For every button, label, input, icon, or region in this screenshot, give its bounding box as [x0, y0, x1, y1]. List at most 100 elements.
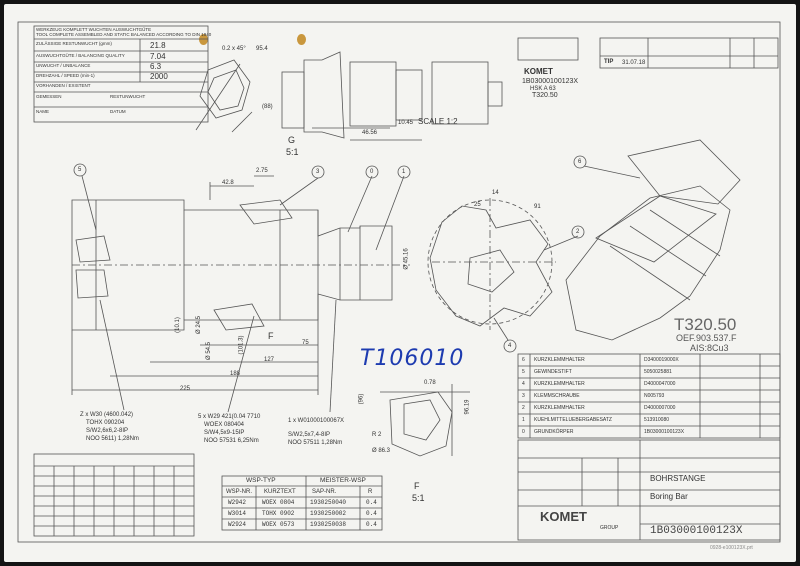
balance-label-3: ZULÄSSIGE RESTUNWUCHT (gmm)	[36, 41, 112, 46]
part-pos: 6	[522, 357, 525, 363]
note-4b: NOO 57511 1,28Nm	[288, 440, 343, 446]
dim-1: 42.8	[222, 180, 234, 186]
wsp-header-2: MEISTER-WSP	[320, 477, 366, 484]
wsp-col-3: SAP-NR.	[312, 489, 337, 495]
part-code-small: T320.50	[532, 92, 558, 99]
dim-10: Ø 54.5	[206, 341, 213, 361]
note-1c: S/W2,6x6,2-8IP	[86, 428, 129, 434]
note-1d: NOO 5611) 1,28Nm	[86, 436, 139, 442]
dim-9: (101.3)	[238, 335, 245, 355]
note-2b: WOEX 080404	[204, 422, 245, 428]
label-name: NAME	[36, 109, 50, 114]
part-nr: 5050025881	[644, 369, 672, 375]
wsp-cell: 0.4	[366, 521, 377, 528]
note-1b: TOHX 090204	[86, 420, 125, 426]
balance-value-5: 6.3	[150, 62, 162, 71]
part-pos: 3	[522, 393, 525, 399]
wsp-cell: TOHX 0902	[262, 510, 295, 517]
wsp-cell: 0.4	[366, 499, 377, 506]
dim-4: 127	[264, 357, 275, 363]
komet-logo: KOMET	[540, 509, 587, 524]
balance-row-1: WERKZEUG KOMPLETT WUCHTEN AUSWUCHTGÜTE	[36, 27, 152, 32]
scale-main: SCALE 1:2	[418, 117, 458, 126]
callout-6: 6	[578, 159, 582, 165]
wsp-cell: 1930250038	[310, 521, 347, 528]
holder-type: HSK A 63	[530, 86, 556, 92]
punch-hole	[297, 34, 306, 45]
title-en: Boring Bar	[650, 492, 688, 501]
tip-date: 31.07.18	[622, 60, 646, 66]
wsp-cell: W2942	[228, 499, 247, 506]
dim-12: 14	[492, 190, 499, 196]
punch-hole	[199, 34, 208, 45]
part-name: KLEMMSCHRAUBE	[534, 393, 580, 399]
wsp-cell: W3014	[228, 510, 247, 517]
wsp-header-1: WSP-TYP	[246, 477, 276, 484]
part-name: GRUNDKÖRPER	[534, 429, 574, 435]
dim-20: 0.78	[424, 380, 436, 386]
dim-5: 188	[230, 371, 241, 377]
label-restunwucht: RESTUNWUCHT	[110, 94, 146, 99]
dim-18: 0.2 x 45°	[222, 46, 246, 52]
dim-7: (10.1)	[174, 317, 181, 333]
dim-23: Ø 86.3	[372, 448, 391, 454]
part-pos: 1	[522, 417, 525, 423]
balance-value-6: 2000	[150, 72, 168, 81]
balance-label-4: AUSWUCHTGÜTE / BALANCING QUALITY	[36, 53, 125, 58]
balance-value-4: 7.04	[150, 52, 166, 61]
komet-logo-small: KOMET	[524, 67, 553, 76]
callout-5: 5	[78, 167, 82, 173]
part-name: KUEHLMITTELUEBERGABESATZ	[534, 417, 612, 423]
part-name: KURZKLEMMHALTER	[534, 357, 585, 363]
part-pos: 5	[522, 369, 525, 375]
dim-11: Ø 45.16	[403, 248, 410, 270]
balance-row-2: TOOL COMPLETE ASSEMBLED AND STATIC BALAN…	[36, 32, 212, 37]
dim-14: 91	[534, 204, 541, 210]
part-pos: 0	[522, 429, 525, 435]
part-pos: 2	[522, 405, 525, 411]
title-de: BOHRSTANGE	[650, 474, 706, 483]
scale-f: 5:1	[412, 493, 425, 503]
part-nr: D4000047000	[644, 381, 676, 387]
wsp-cell: 1930250040	[310, 499, 347, 506]
dim-8: Ø 24.5	[196, 315, 203, 335]
tip-label: TIP	[604, 59, 614, 65]
part-name: KURZKLEMMHALTER	[534, 381, 585, 387]
dim-2: 2.75	[256, 168, 268, 174]
label-gemessen: GEMESSEN	[36, 94, 62, 99]
note-3: 1 x W01000100067X	[288, 418, 345, 424]
dim-13: 25	[474, 202, 481, 208]
part-nr: 1B03000100123X	[644, 429, 685, 435]
part-nr: 513910080	[644, 417, 670, 423]
part-pos: 4	[522, 381, 525, 387]
callout-3: 3	[316, 169, 320, 175]
wsp-cell: 1930250002	[310, 510, 347, 517]
callout-0: 0	[370, 169, 374, 175]
wsp-col-4: R	[368, 489, 373, 495]
wsp-col-1: WSP-NR.	[226, 489, 252, 495]
dim-21: 96.19	[464, 399, 471, 415]
dim-17: 46.56	[362, 130, 378, 136]
label-datum: DATUM	[110, 109, 126, 114]
dim-6: 225	[180, 386, 191, 392]
callout-4: 4	[508, 343, 512, 349]
drawing-id-small: 1B03000100123X	[522, 78, 579, 85]
file-name: 0928-e100123X.prt	[710, 545, 753, 551]
balance-label-7: VORHANDEN / EXISTENT	[36, 83, 91, 88]
handwritten-note: T106010	[360, 346, 465, 371]
wsp-cell: WOEX 0573	[262, 521, 295, 528]
scale-g: 5:1	[286, 147, 299, 157]
wsp-cell: WOEX 0804	[262, 499, 295, 506]
view-g-label: G	[288, 135, 296, 145]
part-spec: OEF.903.537.F	[676, 333, 737, 343]
callout-1: 1	[402, 169, 406, 175]
view-f2-label: F	[414, 481, 420, 491]
view-f-label: F	[268, 331, 274, 341]
komet-group: GROUP	[600, 525, 619, 531]
note-2: 5 x W29 421(0.04 7710	[198, 414, 261, 420]
part-code: T320.50	[674, 315, 737, 334]
wsp-cell: W2924	[228, 521, 247, 528]
wsp-col-2: KURZTEXT	[264, 489, 296, 495]
part-nr: N005793	[644, 393, 665, 399]
